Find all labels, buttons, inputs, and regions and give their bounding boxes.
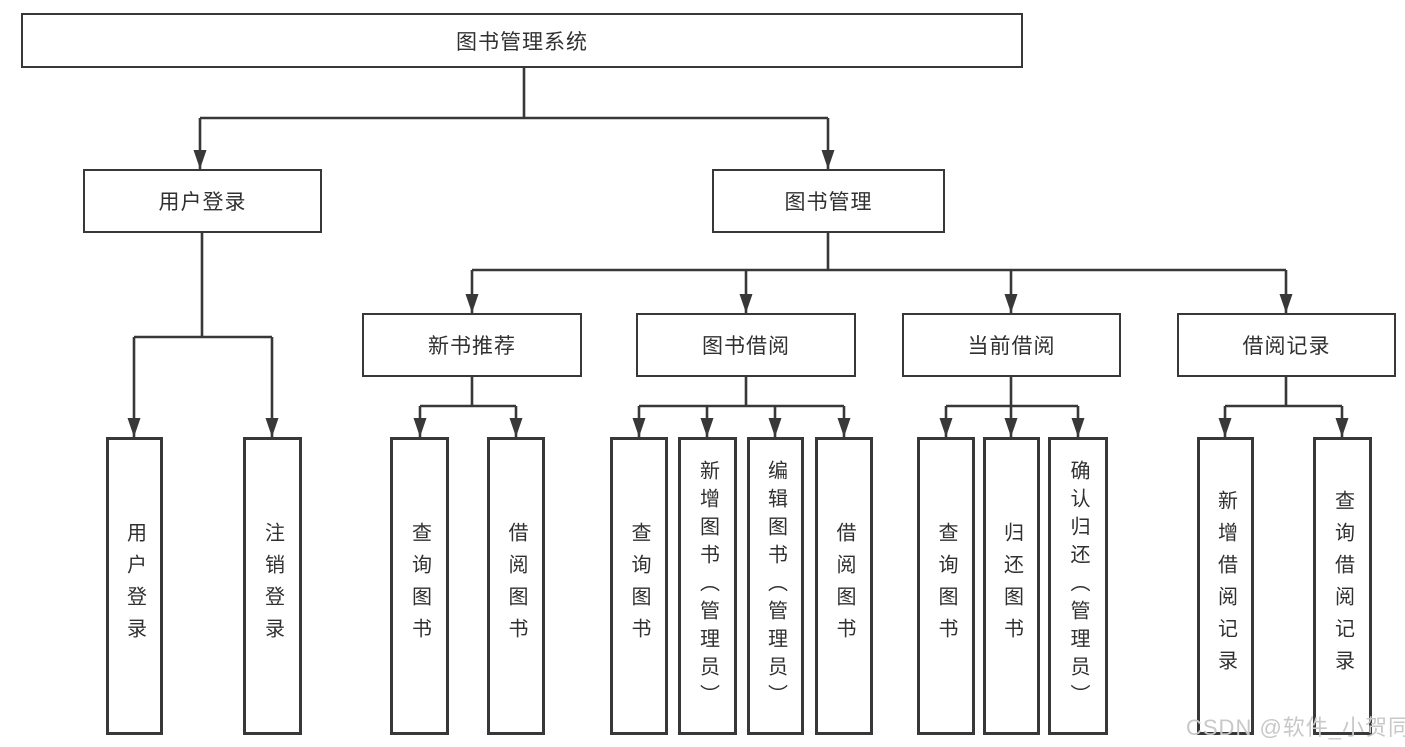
- leaf-records-add-record-label: 新增借阅记录: [1214, 490, 1237, 682]
- leaf-borrow-edit-book-label: 编辑图书（管理员）: [764, 460, 787, 712]
- connector-root-to-level2: [193, 68, 835, 169]
- leaf-logout: 注销登录: [243, 437, 302, 735]
- connector-new-book-recommendation-children: [413, 377, 523, 437]
- leaf-borrow-add-book-label: 新增图书（管理员）: [696, 460, 719, 712]
- leaf-current-confirm-return-label: 确认归还（管理员）: [1067, 460, 1089, 712]
- connector-book-borrowing-children: [632, 377, 851, 437]
- leaf-logout-label: 注销登录: [261, 522, 284, 650]
- node-book-management: 图书管理: [712, 169, 945, 233]
- connector-book-management-children: [465, 233, 1293, 313]
- watermark: CSDN @软件_小贺同学: [1186, 715, 1405, 740]
- leaf-borrow-borrow-book: 借阅图书: [815, 437, 873, 735]
- leaf-borrow-add-book: 新增图书（管理员）: [678, 437, 737, 735]
- node-new-book-recommendation: 新书推荐: [362, 313, 582, 377]
- leaf-recommend-borrow-book-label: 借阅图书: [505, 522, 527, 650]
- node-library-system: 图书管理系统: [21, 13, 1023, 68]
- leaf-recommend-borrow-book: 借阅图书: [487, 437, 545, 735]
- leaf-current-confirm-return: 确认归还（管理员）: [1048, 437, 1108, 735]
- node-book-borrowing: 图书借阅: [636, 313, 856, 377]
- leaf-records-add-record: 新增借阅记录: [1197, 437, 1254, 735]
- node-borrowing-records: 借阅记录: [1177, 313, 1396, 377]
- leaf-borrow-edit-book: 编辑图书（管理员）: [747, 437, 804, 735]
- leaf-borrow-query-book-label: 查询图书: [628, 522, 650, 650]
- leaf-records-query-record-label: 查询借阅记录: [1331, 490, 1354, 682]
- leaf-user-login: 用户登录: [106, 437, 163, 735]
- leaf-current-query-book-label: 查询图书: [935, 522, 957, 650]
- connector-user-login-children: [127, 233, 279, 437]
- connector-current-borrowing-children: [939, 377, 1085, 437]
- leaf-records-query-record: 查询借阅记录: [1313, 437, 1372, 735]
- leaf-borrow-query-book: 查询图书: [610, 437, 668, 735]
- leaf-borrow-borrow-book-label: 借阅图书: [833, 522, 855, 650]
- leaf-user-login-label: 用户登录: [123, 522, 146, 650]
- leaf-current-return-book-label: 归还图书: [1000, 522, 1023, 650]
- node-current-borrowing: 当前借阅: [902, 313, 1121, 377]
- leaf-current-query-book: 查询图书: [917, 437, 975, 735]
- leaf-recommend-query-book-label: 查询图书: [408, 522, 431, 650]
- leaf-recommend-query-book: 查询图书: [390, 437, 449, 735]
- node-user-login: 用户登录: [83, 169, 322, 233]
- connector-borrowing-records-children: [1218, 377, 1349, 437]
- leaf-current-return-book: 归还图书: [983, 437, 1040, 735]
